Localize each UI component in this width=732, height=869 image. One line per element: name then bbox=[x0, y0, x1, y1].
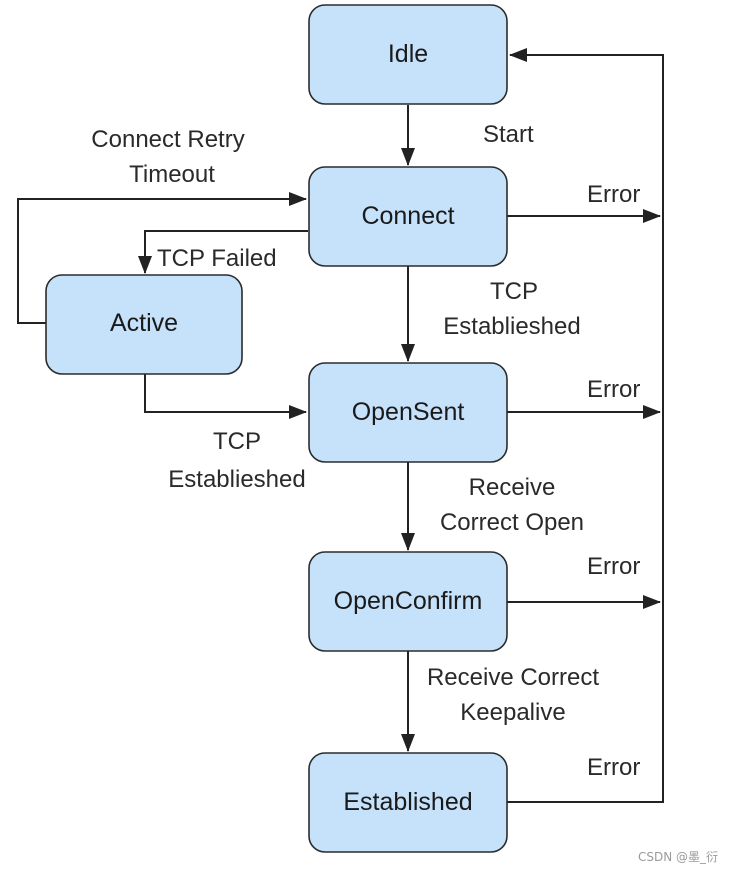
state-connect: Connect bbox=[308, 166, 508, 267]
edge-established-error-to-idle bbox=[506, 48, 664, 803]
label-error-established: Error bbox=[587, 754, 640, 781]
label-receive-open-line2: Correct Open bbox=[440, 509, 584, 536]
edge-active-to-opensent bbox=[144, 373, 307, 419]
label-error-opensent: Error bbox=[587, 376, 640, 403]
label-connect-retry-line2: Timeout bbox=[129, 161, 215, 188]
state-idle-label: Idle bbox=[388, 40, 428, 68]
label-tcp-established-left-line2: Establieshed bbox=[168, 466, 305, 493]
label-receive-open-line1: Receive bbox=[469, 474, 556, 501]
state-opensent: OpenSent bbox=[308, 362, 508, 463]
label-tcp-established-right-line2: Establieshed bbox=[443, 313, 580, 340]
label-tcp-established-right-line1: TCP bbox=[490, 278, 538, 305]
edge-active-to-connect bbox=[17, 192, 307, 324]
label-receive-keepalive-line1: Receive Correct bbox=[427, 664, 599, 691]
label-receive-keepalive-line2: Keepalive bbox=[460, 699, 565, 726]
state-opensent-label: OpenSent bbox=[352, 398, 465, 426]
label-start: Start bbox=[483, 121, 534, 148]
label-error-openconfirm: Error bbox=[587, 553, 640, 580]
state-openconfirm-label: OpenConfirm bbox=[334, 587, 483, 615]
state-active: Active bbox=[45, 274, 243, 375]
state-active-label: Active bbox=[110, 309, 178, 337]
label-tcp-failed: TCP Failed bbox=[157, 245, 277, 272]
state-established-label: Established bbox=[343, 788, 472, 816]
state-established: Established bbox=[308, 752, 508, 853]
label-connect-retry-line1: Connect Retry bbox=[91, 126, 244, 153]
watermark: CSDN @墨_衍 bbox=[638, 850, 718, 864]
label-tcp-established-left-line1: TCP bbox=[213, 428, 261, 455]
state-connect-label: Connect bbox=[361, 202, 454, 230]
edge-connect-to-active bbox=[138, 230, 308, 274]
state-openconfirm: OpenConfirm bbox=[308, 551, 508, 652]
label-error-connect: Error bbox=[587, 181, 640, 208]
state-idle: Idle bbox=[308, 4, 508, 105]
